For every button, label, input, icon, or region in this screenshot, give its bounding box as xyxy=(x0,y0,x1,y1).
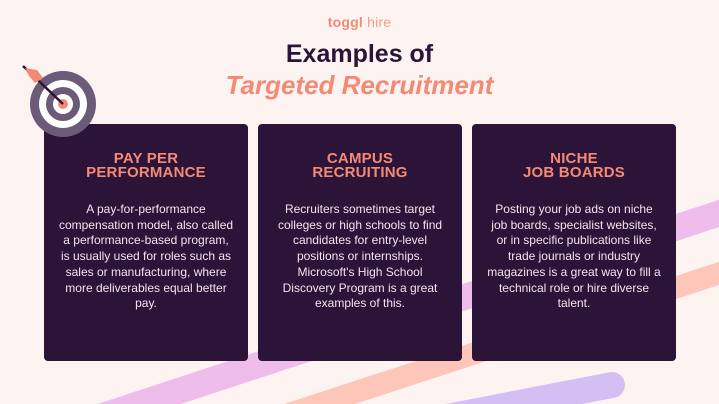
card-title: Pay per performance xyxy=(86,150,206,181)
card-title: Campus recruiting xyxy=(312,150,408,181)
card-pay-per-performance: Pay per performance A pay-for-performanc… xyxy=(44,124,248,361)
card-niche-job-boards: Niche job boards Posting your job ads on… xyxy=(472,124,676,361)
card-campus-recruiting: Campus recruiting Recruiters sometimes t… xyxy=(258,124,462,361)
toggl-hire-logo: toggl hire xyxy=(0,14,719,30)
logo-brand: toggl xyxy=(327,14,363,30)
card-body: Posting your job ads on niche job boards… xyxy=(487,202,661,311)
card-body: A pay-for-performance compensation model… xyxy=(58,202,234,311)
card-body: Recruiters sometimes target colleges or … xyxy=(277,202,443,311)
bullseye-with-arrow-icon xyxy=(22,65,96,137)
page-subtitle: Targeted Recruitment xyxy=(225,70,494,100)
page-title: Examples of xyxy=(285,40,434,68)
logo-product: hire xyxy=(367,14,392,30)
card-title: Niche job boards xyxy=(522,150,625,181)
